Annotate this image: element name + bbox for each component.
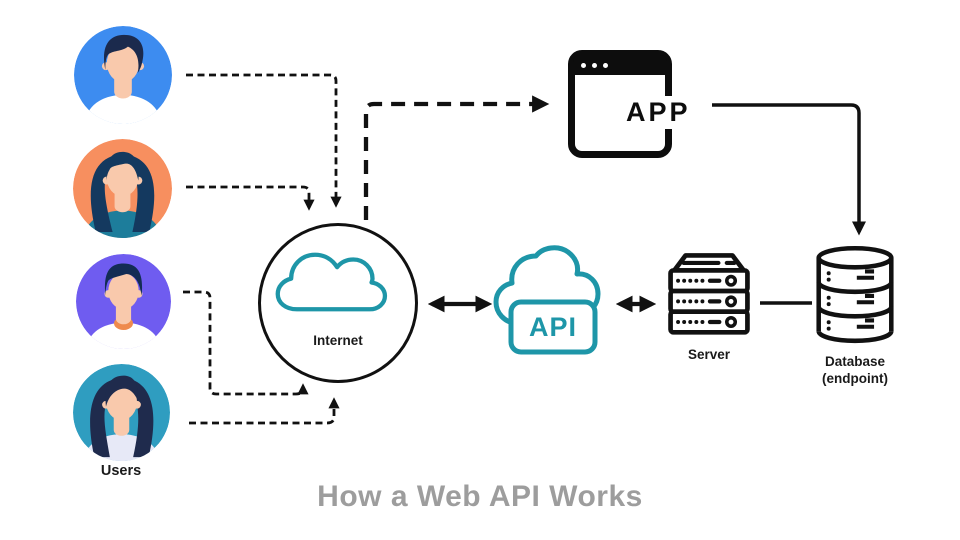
- internet-label: Internet: [313, 333, 363, 348]
- arrow-user2-to-internet: [186, 185, 315, 211]
- window-dot-icon: [592, 62, 597, 68]
- arrow-app-to-database: [712, 103, 866, 236]
- man-blue-avatar-icon: [74, 26, 172, 124]
- diagram-title: How a Web API Works: [317, 480, 643, 513]
- man-purple-avatar-icon: [76, 254, 171, 349]
- api-node: API: [492, 242, 614, 362]
- arrow-user3-to-internet: [183, 290, 309, 396]
- user-avatar-3: [76, 254, 171, 349]
- users-label: Users: [100, 463, 142, 479]
- window-dot-icon: [581, 62, 586, 68]
- internet-node: Internet: [258, 223, 418, 383]
- user-avatar-2: [73, 139, 172, 238]
- database-label: Database: [824, 354, 886, 369]
- app-window-titlebar: [573, 55, 667, 75]
- arrow-internet-to-app: [363, 95, 550, 220]
- api-cloud-icon: [493, 245, 601, 355]
- window-dot-icon: [603, 62, 608, 68]
- user-avatar-4: [73, 364, 170, 461]
- api-label: API: [528, 312, 577, 342]
- database-node: Database (endpoint): [805, 246, 905, 387]
- user-avatar-1: [74, 26, 172, 124]
- database-sublabel: (endpoint): [822, 371, 888, 386]
- server-rack-icon: [668, 253, 750, 335]
- server-label: Server: [687, 347, 731, 362]
- app-label: APP: [623, 96, 694, 129]
- database-cylinder-icon: [816, 246, 894, 344]
- server-node: Server: [650, 247, 768, 363]
- arrow-user4-to-internet: [189, 397, 340, 425]
- arrow-user1-to-internet: [186, 73, 342, 208]
- woman-orange-avatar-icon: [73, 139, 172, 238]
- woman-teal-avatar-icon: [73, 364, 170, 461]
- app-node: APP: [568, 48, 698, 164]
- internet-cloud-icon: [275, 252, 388, 312]
